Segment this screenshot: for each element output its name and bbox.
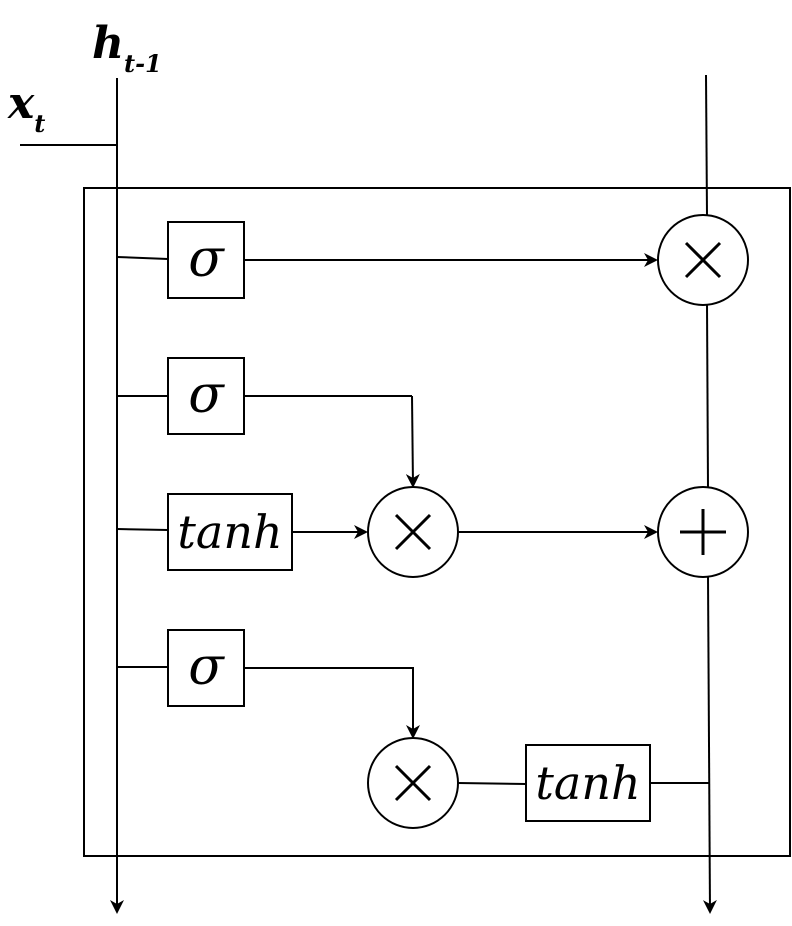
input-gate-label: σ <box>188 365 225 425</box>
multiply-icon <box>394 513 432 551</box>
plus-icon <box>680 509 726 555</box>
branch-candidate <box>116 528 169 531</box>
input-gate-box <box>167 357 245 435</box>
multiply-icon <box>394 764 432 802</box>
input-gate-arrow <box>405 395 420 488</box>
cell-state-line-bottom <box>702 575 717 914</box>
cell-output-tanh-label: tanh <box>535 756 640 810</box>
cell-state-line-mid <box>706 303 709 489</box>
forget-gate-label: σ <box>188 229 225 289</box>
cell-state-line-top <box>705 74 708 217</box>
hidden-prev-label: ht-1 <box>92 18 162 78</box>
input-x-label: xt <box>7 78 45 138</box>
branch-forget <box>116 256 169 260</box>
cell-boundary <box>83 187 791 857</box>
output-gate-label: σ <box>188 637 225 697</box>
multiply-icon <box>684 241 722 279</box>
cell-tanh-link <box>457 782 527 785</box>
candidate-gate-box <box>167 493 293 571</box>
candidate-gate-label: tanh <box>177 505 282 559</box>
forget-gate-box <box>167 221 245 299</box>
